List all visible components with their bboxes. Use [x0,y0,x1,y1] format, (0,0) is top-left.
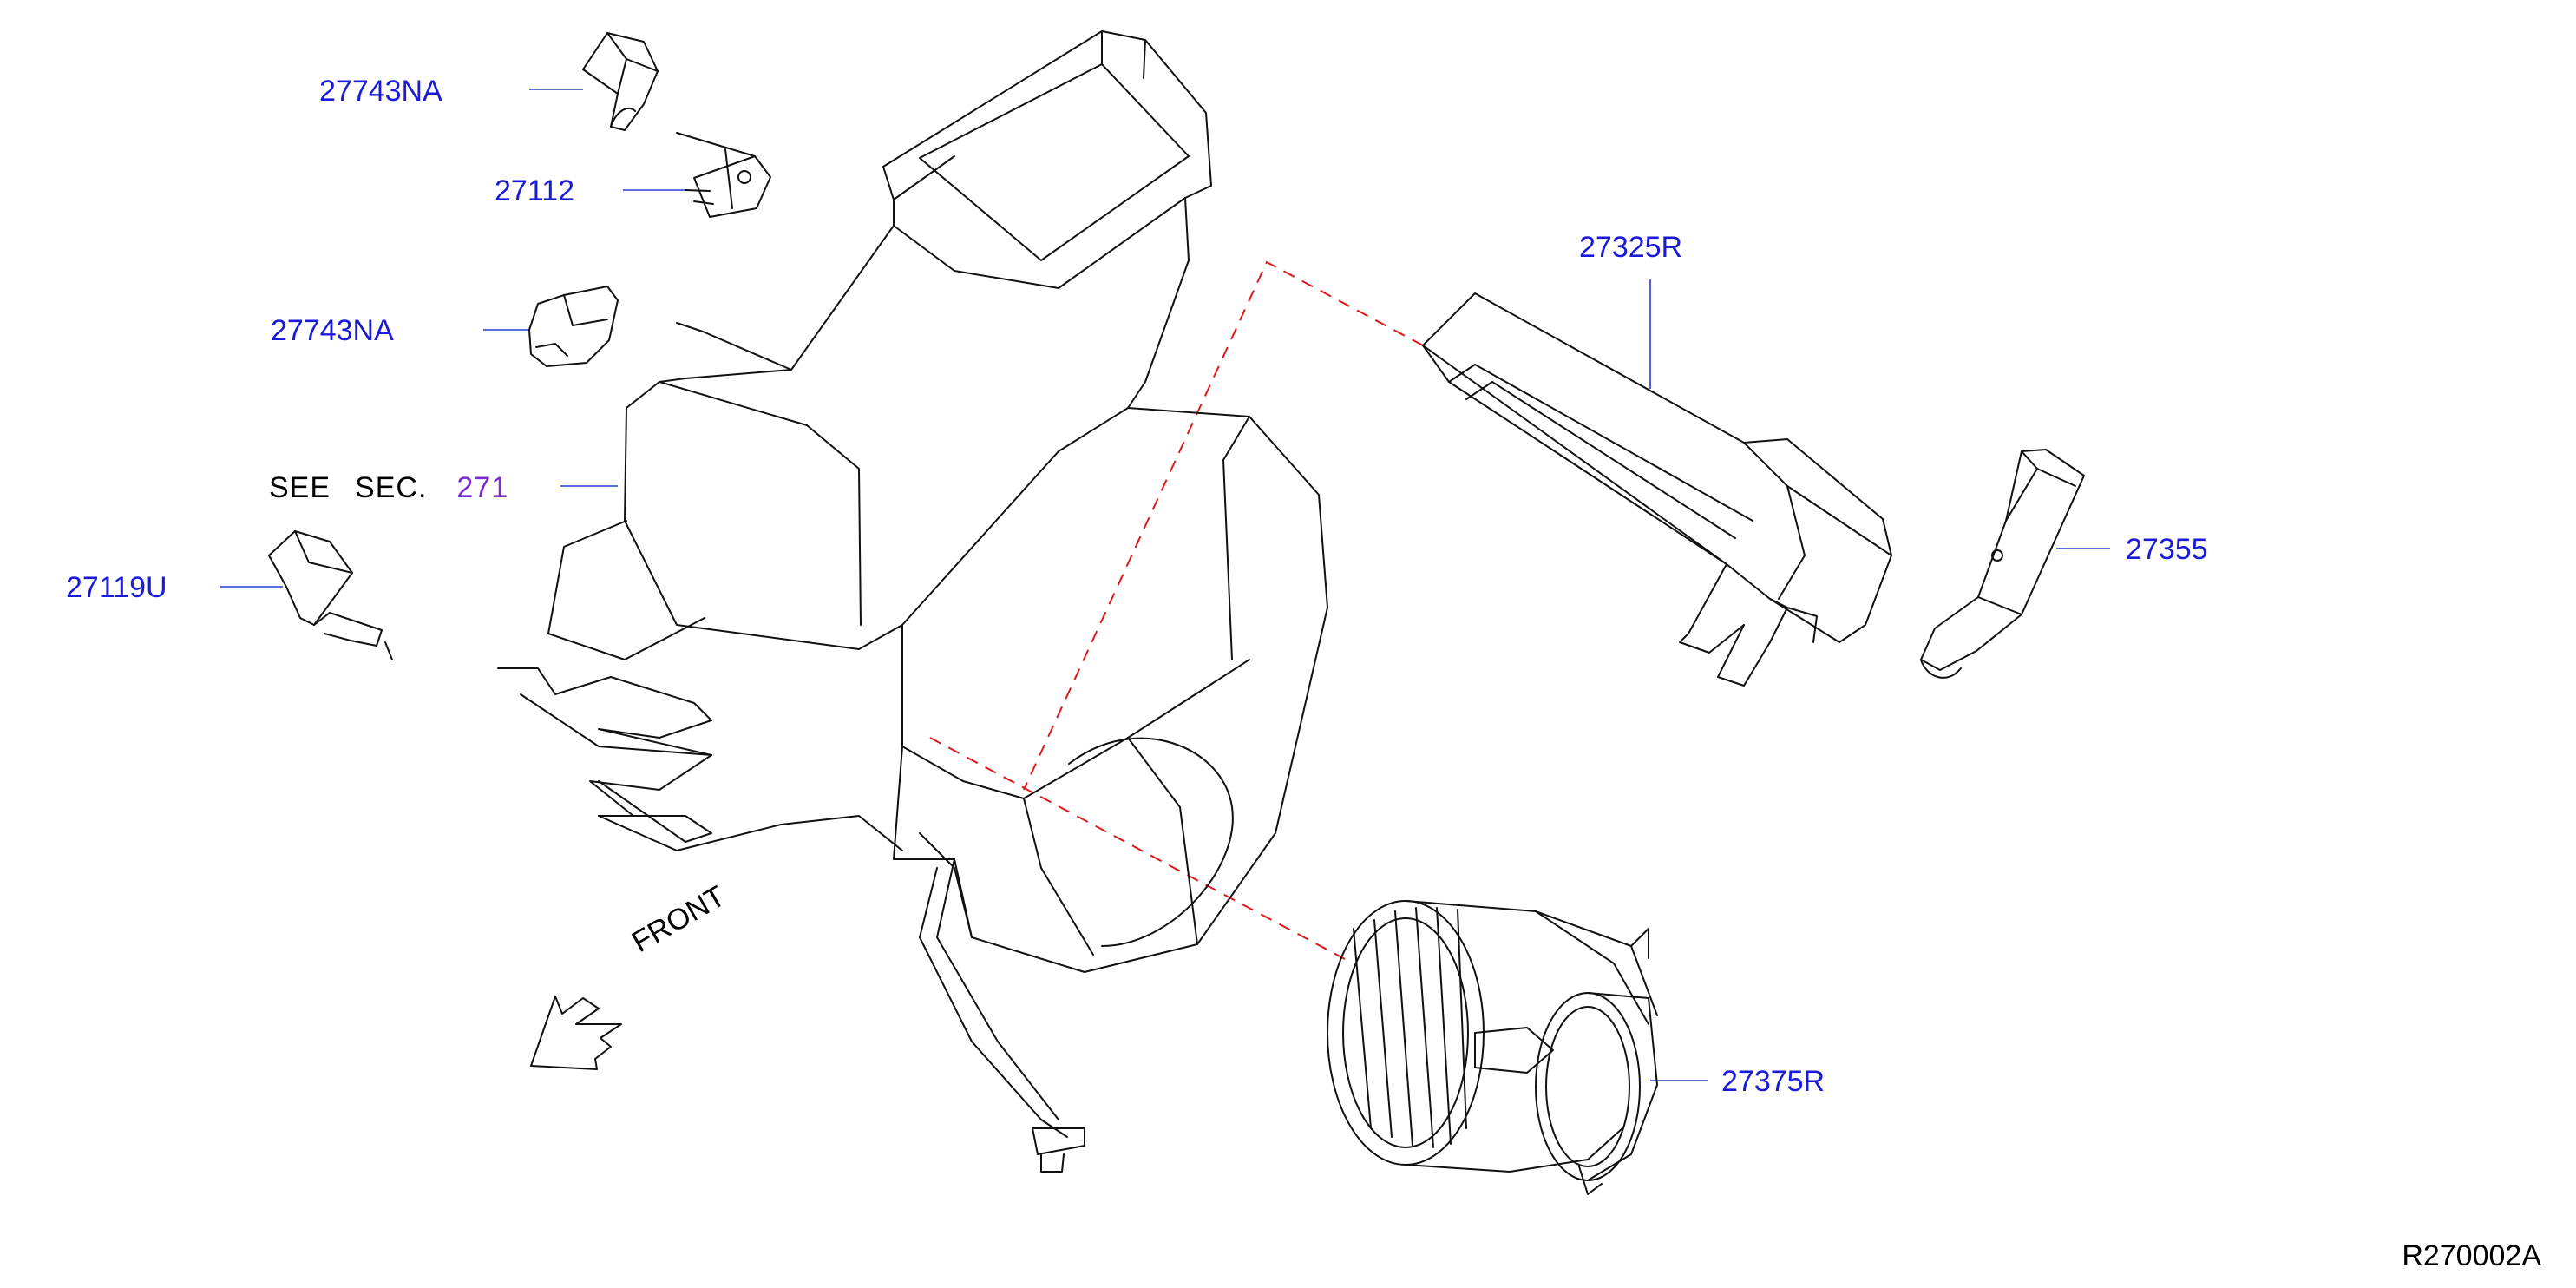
callout-sensor[interactable]: 27119U [66,571,167,604]
clip-mid-part [528,286,619,367]
figure-code: R270002A [2402,1239,2541,1272]
hvac-housing-part [497,30,1328,1173]
callout-clip-top[interactable]: 27743NA [319,75,442,108]
see-section-label: SEE SEC. 271 [269,473,508,503]
actuator-bracket-part [676,132,771,218]
cabin-filter-part [1422,292,1892,687]
install-line-filter [1023,260,1424,791]
sensor-part [268,530,393,660]
callout-filter-cover[interactable]: 27355 [2126,533,2208,566]
sec-word: SEC. [355,471,428,504]
clip-top-part [582,32,659,131]
callout-clip-mid[interactable]: 27743NA [271,314,394,347]
callout-blower-motor[interactable]: 27375R [1721,1065,1825,1098]
front-arrow-icon [530,996,622,1070]
see-word: SEE [269,471,331,504]
install-line-blower [929,737,1346,960]
section-ref-link[interactable]: 271 [456,471,509,504]
filter-cover-part [1920,449,2085,679]
blower-motor-part [1327,900,1658,1195]
callout-filter[interactable]: 27325R [1579,231,1683,264]
callout-actuator-bracket[interactable]: 27112 [495,174,575,207]
